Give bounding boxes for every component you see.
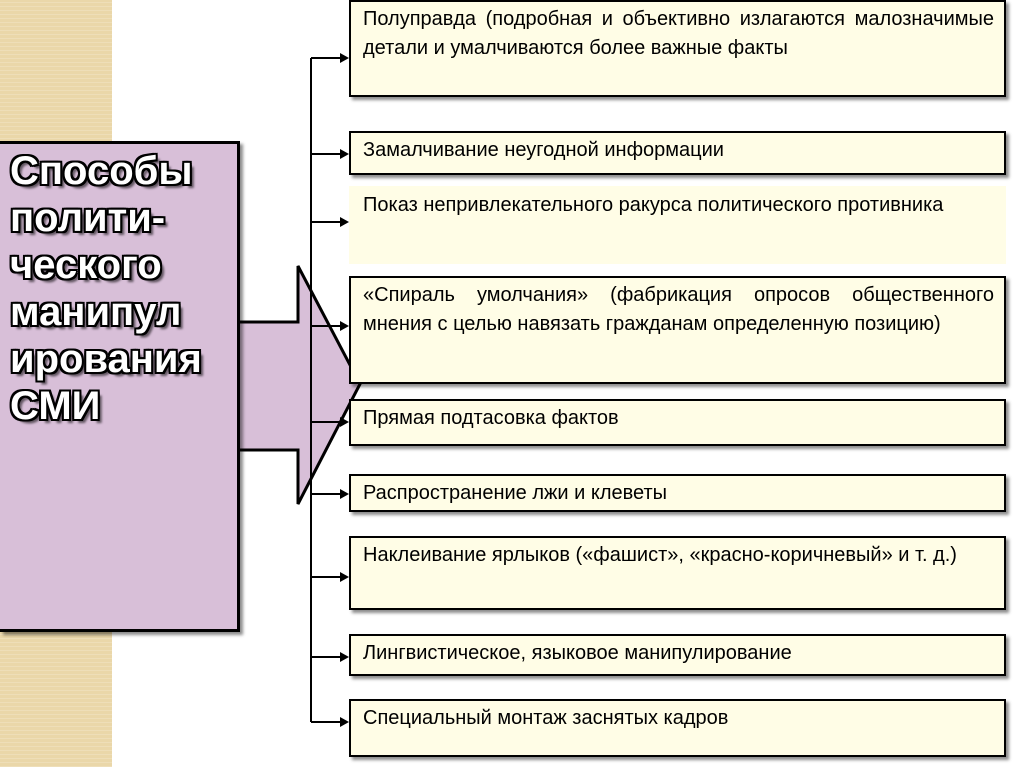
item-half-truth: Полуправда (подробная и объективно излаг… [349,0,1006,97]
item-spiral-of-silence: «Спираль умолчания» (фабрикация опросов … [349,276,1006,384]
item-linguistic-manipulation: Лингвистическое, языковое манипулировани… [349,634,1006,676]
title-box [0,141,240,632]
branch-arrows [311,53,349,727]
block-arrow [236,265,362,505]
item-special-editing: Специальный монтаж заснятых кадров [349,699,1006,757]
item-lies-slander: Распространение лжи и клеветы [349,474,1006,512]
item-unflattering-angle: Показ непривлекательного ракурса политич… [349,186,1006,264]
item-labeling: Наклеивание ярлыков («фашист», «красно-к… [349,536,1006,610]
item-suppression: Замалчивание неугодной информации [349,131,1006,175]
diagram-title: Способы полити- ческого манипул ирования… [10,149,202,428]
item-fact-substitution: Прямая подтасовка фактов [349,399,1006,446]
